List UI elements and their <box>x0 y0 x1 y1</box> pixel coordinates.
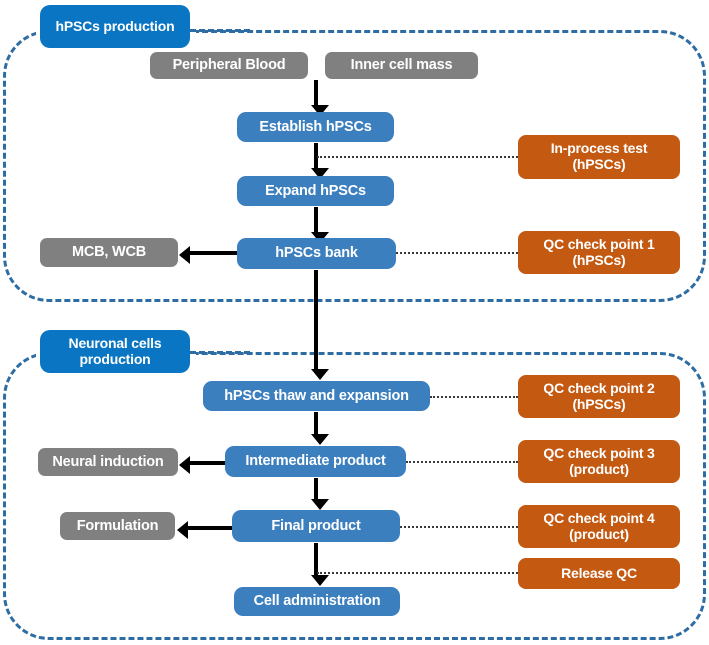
in-process-test-line2: (hPSCs) <box>572 156 626 172</box>
qc-point-1-line1: QC check point 1 <box>543 235 655 252</box>
node-cell-administration[interactable]: Cell administration <box>234 587 400 616</box>
node-in-process-test-label: In-process test (hPSCs) <box>550 140 648 172</box>
qc-point-1-line2: (hPSCs) <box>572 251 626 268</box>
panel-hpscs-border-stub <box>190 29 250 32</box>
panel-title-neuronal-production: Neuronal cells production <box>40 330 190 373</box>
node-final-product-label: Final product <box>271 517 361 534</box>
dotted-link-qc-check-point-3 <box>406 461 518 463</box>
node-neural-induction[interactable]: Neural induction <box>38 448 178 476</box>
arrow-bank-to-thaw-expansion <box>311 270 329 380</box>
arrow-intermediate-to-neural-induction <box>179 456 225 474</box>
dotted-link-qc-check-point-2 <box>430 396 518 398</box>
dotted-link-qc-check-point-1 <box>396 252 518 254</box>
qc-point-2-line2: (hPSCs) <box>572 395 626 412</box>
node-expand-hpscs-label: Expand hPSCs <box>265 182 366 199</box>
arrow-sources-to-establish <box>311 80 329 116</box>
node-intermediate-product-label: Intermediate product <box>245 453 386 470</box>
panel-title-neuronal-production-label: Neuronal cells production <box>68 334 162 367</box>
node-qc-check-point-1[interactable]: QC check point 1 (hPSCs) <box>518 231 680 274</box>
node-peripheral-blood[interactable]: Peripheral Blood <box>150 52 308 79</box>
node-qc-check-point-2-label: QC check point 2 (hPSCs) <box>543 379 655 412</box>
node-inner-cell-mass[interactable]: Inner cell mass <box>325 52 478 79</box>
dotted-link-release-qc <box>317 572 518 574</box>
arrow-final-to-cell-administration <box>311 543 329 586</box>
node-neural-induction-label: Neural induction <box>52 453 164 470</box>
panel-neuronal-cells-production <box>3 352 706 640</box>
node-expand-hpscs[interactable]: Expand hPSCs <box>237 176 394 206</box>
node-inner-cell-mass-label: Inner cell mass <box>350 57 453 74</box>
node-intermediate-product[interactable]: Intermediate product <box>225 446 406 477</box>
node-qc-check-point-3-label: QC check point 3 (product) <box>543 444 655 477</box>
in-process-test-line1: In-process test <box>550 140 648 157</box>
node-establish-hpscs[interactable]: Establish hPSCs <box>237 112 394 142</box>
dotted-link-qc-check-point-4 <box>400 526 518 528</box>
node-qc-check-point-3[interactable]: QC check point 3 (product) <box>518 440 680 483</box>
arrow-bank-to-mcb-wcb <box>179 246 237 264</box>
panel-neuronal-border-stub <box>190 351 250 354</box>
qc-point-4-line2: (product) <box>569 525 629 542</box>
node-in-process-test[interactable]: In-process test (hPSCs) <box>518 135 680 179</box>
node-thaw-and-expansion-label: hPSCs thaw and expansion <box>224 387 409 404</box>
node-release-qc[interactable]: Release QC <box>518 558 680 589</box>
node-qc-check-point-1-label: QC check point 1 (hPSCs) <box>543 235 655 268</box>
node-hpscs-bank[interactable]: hPSCs bank <box>237 238 396 269</box>
qc-point-3-line2: (product) <box>569 460 629 477</box>
node-hpscs-bank-label: hPSCs bank <box>275 245 358 262</box>
node-release-qc-label: Release QC <box>561 564 637 581</box>
node-formulation[interactable]: Formulation <box>60 512 175 540</box>
node-qc-check-point-4[interactable]: QC check point 4 (product) <box>518 505 680 548</box>
arrow-establish-to-expand <box>311 143 329 179</box>
qc-point-4-line1: QC check point 4 <box>543 509 655 526</box>
node-qc-check-point-2[interactable]: QC check point 2 (hPSCs) <box>518 375 680 418</box>
node-peripheral-blood-label: Peripheral Blood <box>172 57 286 74</box>
node-cell-administration-label: Cell administration <box>253 593 381 610</box>
qc-point-2-line1: QC check point 2 <box>543 379 655 396</box>
qc-point-3-line1: QC check point 3 <box>543 444 655 461</box>
arrow-expand-to-bank <box>311 207 329 243</box>
node-mcb-wcb-label: MCB, WCB <box>71 244 147 261</box>
node-formulation-label: Formulation <box>76 517 159 534</box>
panel-hpscs-production <box>3 30 706 302</box>
arrow-intermediate-to-final <box>311 478 329 510</box>
node-establish-hpscs-label: Establish hPSCs <box>259 118 372 135</box>
panel-title-hpscs-production-label: hPSCs production <box>55 17 175 34</box>
arrow-final-to-formulation <box>177 521 232 539</box>
arrow-thaw-to-intermediate <box>311 412 329 445</box>
node-thaw-and-expansion[interactable]: hPSCs thaw and expansion <box>203 381 430 411</box>
node-mcb-wcb[interactable]: MCB, WCB <box>40 238 178 267</box>
node-qc-check-point-4-label: QC check point 4 (product) <box>543 509 655 542</box>
dotted-link-in-process-test <box>317 156 518 158</box>
panel-title-hpscs-production: hPSCs production <box>40 5 190 48</box>
node-final-product[interactable]: Final product <box>232 510 400 542</box>
